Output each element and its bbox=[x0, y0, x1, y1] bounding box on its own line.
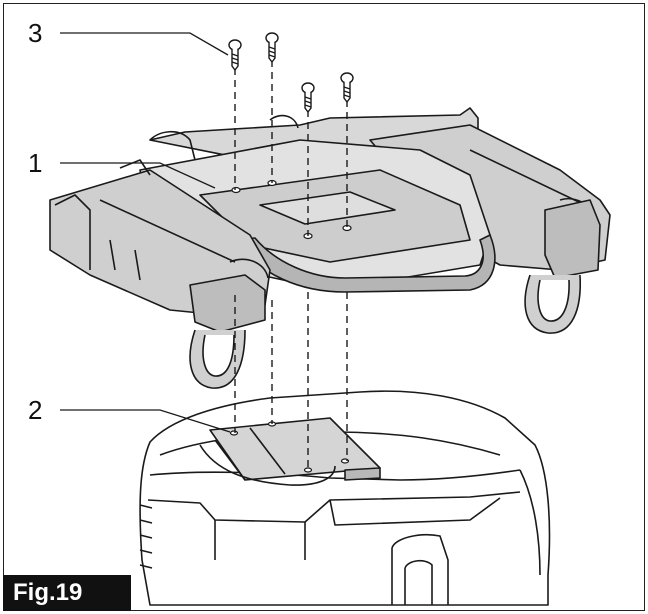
figure-label: Fig.19 bbox=[3, 575, 131, 611]
screw-4 bbox=[340, 72, 354, 104]
callout-1: 1 bbox=[28, 148, 43, 178]
callout-2: 2 bbox=[28, 395, 43, 425]
leader-lines bbox=[60, 32, 231, 433]
callout-3: 3 bbox=[28, 18, 43, 48]
alignment-lines bbox=[234, 60, 348, 470]
screws bbox=[228, 32, 354, 114]
mounting-plate bbox=[49, 107, 611, 389]
screw-1 bbox=[228, 39, 242, 72]
battery-housing bbox=[139, 390, 551, 606]
screw-holes bbox=[229, 179, 352, 473]
screw-2 bbox=[265, 32, 279, 64]
screw-3 bbox=[301, 82, 315, 114]
